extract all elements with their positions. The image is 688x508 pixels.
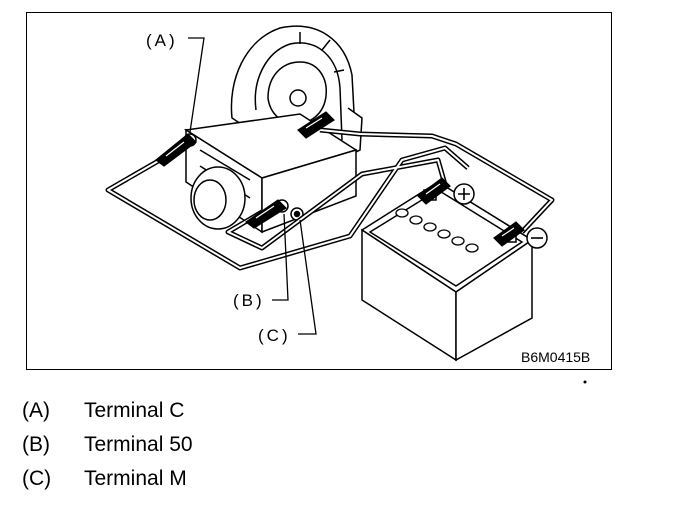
clip-housing-ground bbox=[297, 111, 335, 139]
callout-b-label: (B) bbox=[233, 291, 265, 310]
legend-text: Terminal M bbox=[84, 467, 187, 490]
legend-key: (B) bbox=[22, 433, 50, 456]
test-wires bbox=[105, 127, 555, 271]
legend-item-b: (B) Terminal 50 bbox=[22, 428, 193, 462]
battery bbox=[360, 181, 534, 362]
legend-key: (A) bbox=[22, 399, 50, 422]
clip-terminal-c bbox=[155, 133, 197, 167]
legend-text: Terminal 50 bbox=[84, 433, 193, 456]
leader-b bbox=[272, 213, 289, 301]
legend-item-a: (A) Terminal C bbox=[22, 394, 193, 428]
clip-battery-negative bbox=[493, 221, 525, 247]
solenoid-end-cap bbox=[190, 166, 246, 230]
clip-terminal-50 bbox=[244, 199, 287, 229]
legend-text: Terminal C bbox=[84, 399, 185, 422]
callout-c-label: (C) bbox=[258, 326, 291, 345]
battery-vent-caps bbox=[395, 208, 479, 253]
clip-battery-positive bbox=[417, 177, 451, 205]
legend-item-c: (C) Terminal M bbox=[22, 462, 193, 496]
legend-list: (A) Terminal C (B) Terminal 50 (C) Terminal… bbox=[22, 394, 193, 496]
figure-frame bbox=[26, 12, 612, 370]
negative-symbol bbox=[526, 227, 548, 249]
leader-a bbox=[188, 37, 205, 133]
callout-leaders bbox=[188, 37, 317, 335]
figure-code: B6M0415B bbox=[521, 349, 590, 365]
callout-a-label: (A) bbox=[146, 31, 178, 50]
stray-dot bbox=[583, 380, 587, 384]
legend-key: (C) bbox=[22, 467, 52, 490]
leader-c bbox=[298, 219, 317, 335]
positive-symbol bbox=[453, 183, 475, 205]
